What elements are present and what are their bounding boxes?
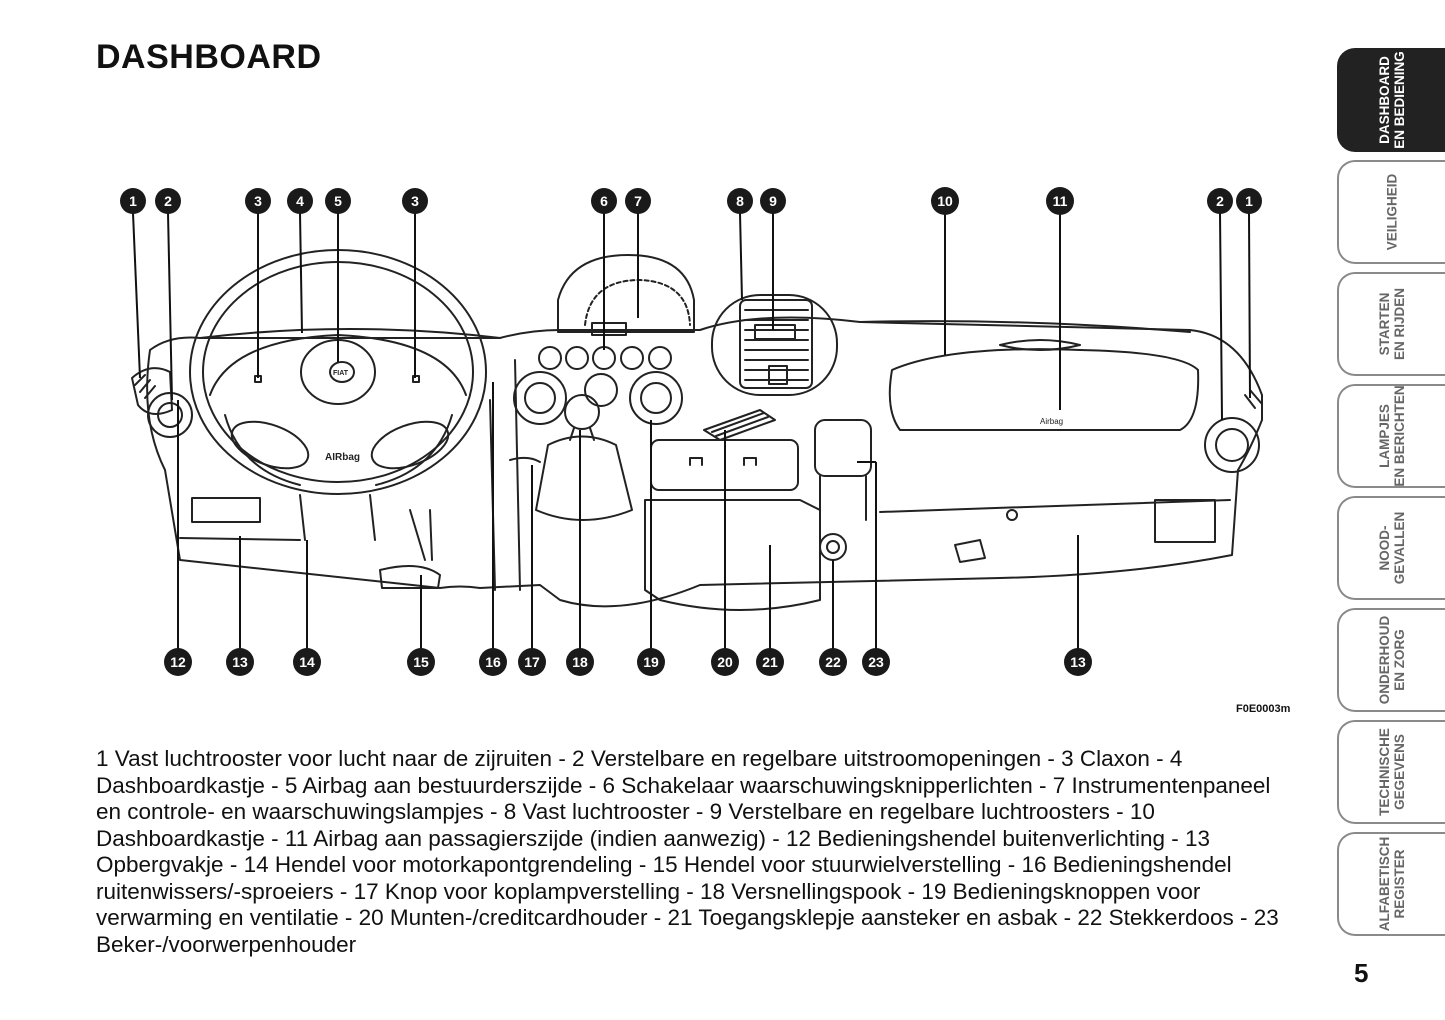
tab-label: ONDERHOUD EN ZORG xyxy=(1377,615,1407,705)
tab-label: TECHNISCHE GEGEVENS xyxy=(1377,728,1407,816)
tab-veiligheid[interactable]: VEILIGHEID xyxy=(1337,160,1445,264)
fiat-logo-label: FIAT xyxy=(333,370,349,377)
svg-text:12: 12 xyxy=(170,654,186,670)
svg-text:3: 3 xyxy=(411,193,419,209)
svg-text:11: 11 xyxy=(1053,193,1068,209)
svg-text:14: 14 xyxy=(299,654,315,670)
callout-20: 20 xyxy=(711,648,739,676)
callout-10: 10 xyxy=(931,187,959,215)
callout-22: 22 xyxy=(819,648,847,676)
svg-text:23: 23 xyxy=(868,654,884,670)
callout-5: 5 xyxy=(325,188,351,214)
callout-17: 17 xyxy=(518,648,546,676)
callout-9: 9 xyxy=(760,188,786,214)
center-vent xyxy=(711,294,838,396)
tab-lampjes-en-berichten[interactable]: LAMPJES EN BERICHTEN xyxy=(1337,384,1445,488)
callout-13-left: 13 xyxy=(226,648,254,676)
svg-text:1: 1 xyxy=(129,193,137,209)
svg-text:2: 2 xyxy=(164,193,172,209)
figure-code: F0E0003m xyxy=(1236,703,1291,715)
tab-label: DASHBOARD EN BEDIENING xyxy=(1377,51,1407,149)
svg-text:7: 7 xyxy=(634,193,642,209)
svg-text:2: 2 xyxy=(1216,193,1224,209)
svg-text:8: 8 xyxy=(736,193,744,209)
svg-text:19: 19 xyxy=(643,654,659,670)
dashboard-illustration: AIRbag Airbag FIAT 1 2 3 4 5 3 6 7 8 9 1… xyxy=(95,180,1305,720)
svg-text:17: 17 xyxy=(524,654,540,670)
legend-text: 1 Vast luchtrooster voor lucht naar de z… xyxy=(96,746,1279,957)
tab-noodgevallen[interactable]: NOOD- GEVALLEN xyxy=(1337,496,1445,600)
callout-8: 8 xyxy=(727,188,753,214)
svg-text:13: 13 xyxy=(232,654,248,670)
tab-label: NOOD- GEVALLEN xyxy=(1377,511,1407,585)
callout-6: 6 xyxy=(591,188,617,214)
callout-12: 12 xyxy=(164,648,192,676)
tab-alfabetisch-register[interactable]: ALFABETISCH REGISTER xyxy=(1337,832,1445,936)
driver-airbag-label: AIRbag xyxy=(325,452,360,463)
callout-3-right: 3 xyxy=(402,188,428,214)
tab-label: LAMPJES EN BERICHTEN xyxy=(1377,385,1407,487)
callout-21: 21 xyxy=(756,648,784,676)
svg-text:6: 6 xyxy=(600,193,608,209)
tab-dashboard-en-bediening[interactable]: DASHBOARD EN BEDIENING xyxy=(1337,48,1445,152)
dashboard-outline xyxy=(146,316,1263,608)
svg-text:22: 22 xyxy=(825,654,841,670)
callout-1-top-left: 1 xyxy=(120,188,146,214)
tab-label: ALFABETISCH REGISTER xyxy=(1377,836,1407,932)
svg-text:4: 4 xyxy=(296,193,304,209)
tab-technische-gegevens[interactable]: TECHNISCHE GEGEVENS xyxy=(1337,720,1445,824)
svg-text:21: 21 xyxy=(762,654,778,670)
passenger-airbag-label: Airbag xyxy=(1040,417,1063,426)
callout-19: 19 xyxy=(637,648,665,676)
tab-starten-en-rijden[interactable]: STARTEN EN RIJDEN xyxy=(1337,272,1445,376)
svg-text:10: 10 xyxy=(937,193,953,209)
svg-text:1: 1 xyxy=(1245,193,1253,209)
svg-text:13: 13 xyxy=(1070,654,1086,670)
glovebox xyxy=(888,348,1200,431)
svg-text:20: 20 xyxy=(717,654,733,670)
callout-13-right: 13 xyxy=(1064,648,1092,676)
svg-text:9: 9 xyxy=(769,193,777,209)
callout-16: 16 xyxy=(479,648,507,676)
tab-label: VEILIGHEID xyxy=(1384,173,1400,251)
callout-23: 23 xyxy=(862,648,890,676)
dashboard-drawing: AIRbag Airbag FIAT 1 2 3 4 5 3 6 7 8 9 1… xyxy=(120,187,1263,676)
tab-onderhoud-en-zorg[interactable]: ONDERHOUD EN ZORG xyxy=(1337,608,1445,712)
svg-text:3: 3 xyxy=(254,193,262,209)
callout-14: 14 xyxy=(293,648,321,676)
callout-15: 15 xyxy=(407,648,435,676)
page-title: DASHBOARD xyxy=(96,38,322,76)
svg-text:16: 16 xyxy=(485,654,501,670)
svg-text:15: 15 xyxy=(413,654,429,670)
callout-2-top-left: 2 xyxy=(155,188,181,214)
svg-text:5: 5 xyxy=(334,193,342,209)
callout-4: 4 xyxy=(287,188,313,214)
callout-11: 11 xyxy=(1046,187,1074,215)
page-number: 5 xyxy=(1354,958,1369,988)
callout-2-top-right: 2 xyxy=(1207,188,1233,214)
callout-7: 7 xyxy=(625,188,651,214)
callout-18: 18 xyxy=(566,648,594,676)
instrument-cluster xyxy=(557,254,695,333)
svg-text:18: 18 xyxy=(572,654,588,670)
tab-label: STARTEN EN RIJDEN xyxy=(1377,287,1407,361)
callout-3-left: 3 xyxy=(245,188,271,214)
callout-1-top-right: 1 xyxy=(1236,188,1262,214)
